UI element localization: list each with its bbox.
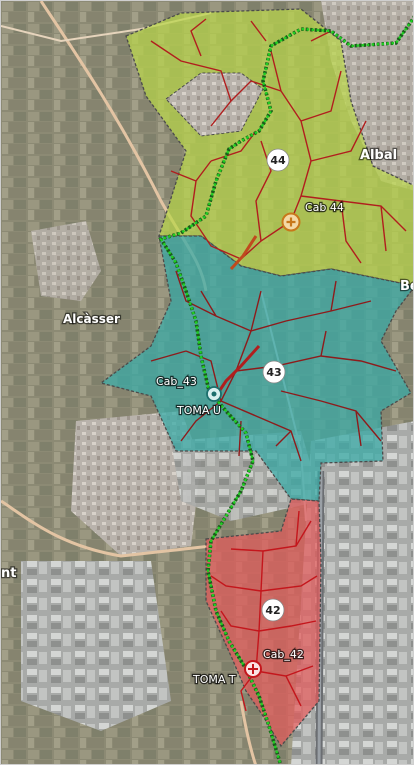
- pipes-sector-42: [210, 510, 318, 712]
- marker-cab43[interactable]: Cab_43 TOMA U: [155, 374, 222, 419]
- main-pipe-43: [214, 344, 261, 397]
- svg-text:43: 43: [266, 366, 281, 379]
- place-label-be: Be: [400, 279, 414, 294]
- sector-44-hole: [165, 72, 264, 137]
- pipes-sector-44: [150, 18, 407, 264]
- svg-text:Cab_42: Cab_42: [263, 648, 304, 661]
- marker-cab44[interactable]: Cab 44: [281, 200, 345, 232]
- sector-42-area[interactable]: [205, 498, 322, 748]
- pipes-sector-43: [150, 270, 397, 462]
- marker-cab42[interactable]: Cab_42 TOMA T: [191, 647, 305, 688]
- sector-badge-42[interactable]: 42: [261, 598, 285, 622]
- urban-area-albal: [321, 1, 413, 191]
- place-label-albal: Albal: [360, 148, 397, 163]
- road-south: [1, 499, 212, 558]
- cross-icon: [248, 664, 258, 674]
- svg-text:Cab 44: Cab 44: [305, 201, 344, 214]
- svg-text:44: 44: [270, 154, 286, 167]
- svg-text:42: 42: [265, 604, 280, 617]
- place-label-edge: nt: [1, 566, 16, 581]
- sector-badge-43[interactable]: 43: [262, 360, 286, 384]
- industrial-area-west: [21, 561, 171, 731]
- svg-text:TOMA U: TOMA U: [176, 404, 221, 417]
- plus-icon: [286, 217, 296, 227]
- main-pipe-44: [229, 235, 258, 271]
- urban-area-alcasser-town: [71, 411, 201, 556]
- svg-text:Cab_43: Cab_43: [156, 375, 197, 388]
- svg-text:TOMA T: TOMA T: [192, 673, 236, 686]
- road-south-east: [239, 700, 257, 764]
- urban-area-north: [31, 221, 101, 301]
- green-route-line: [158, 15, 413, 764]
- sector-badge-44[interactable]: 44: [266, 148, 290, 172]
- place-label-alcasser: Alcàsser: [63, 312, 120, 326]
